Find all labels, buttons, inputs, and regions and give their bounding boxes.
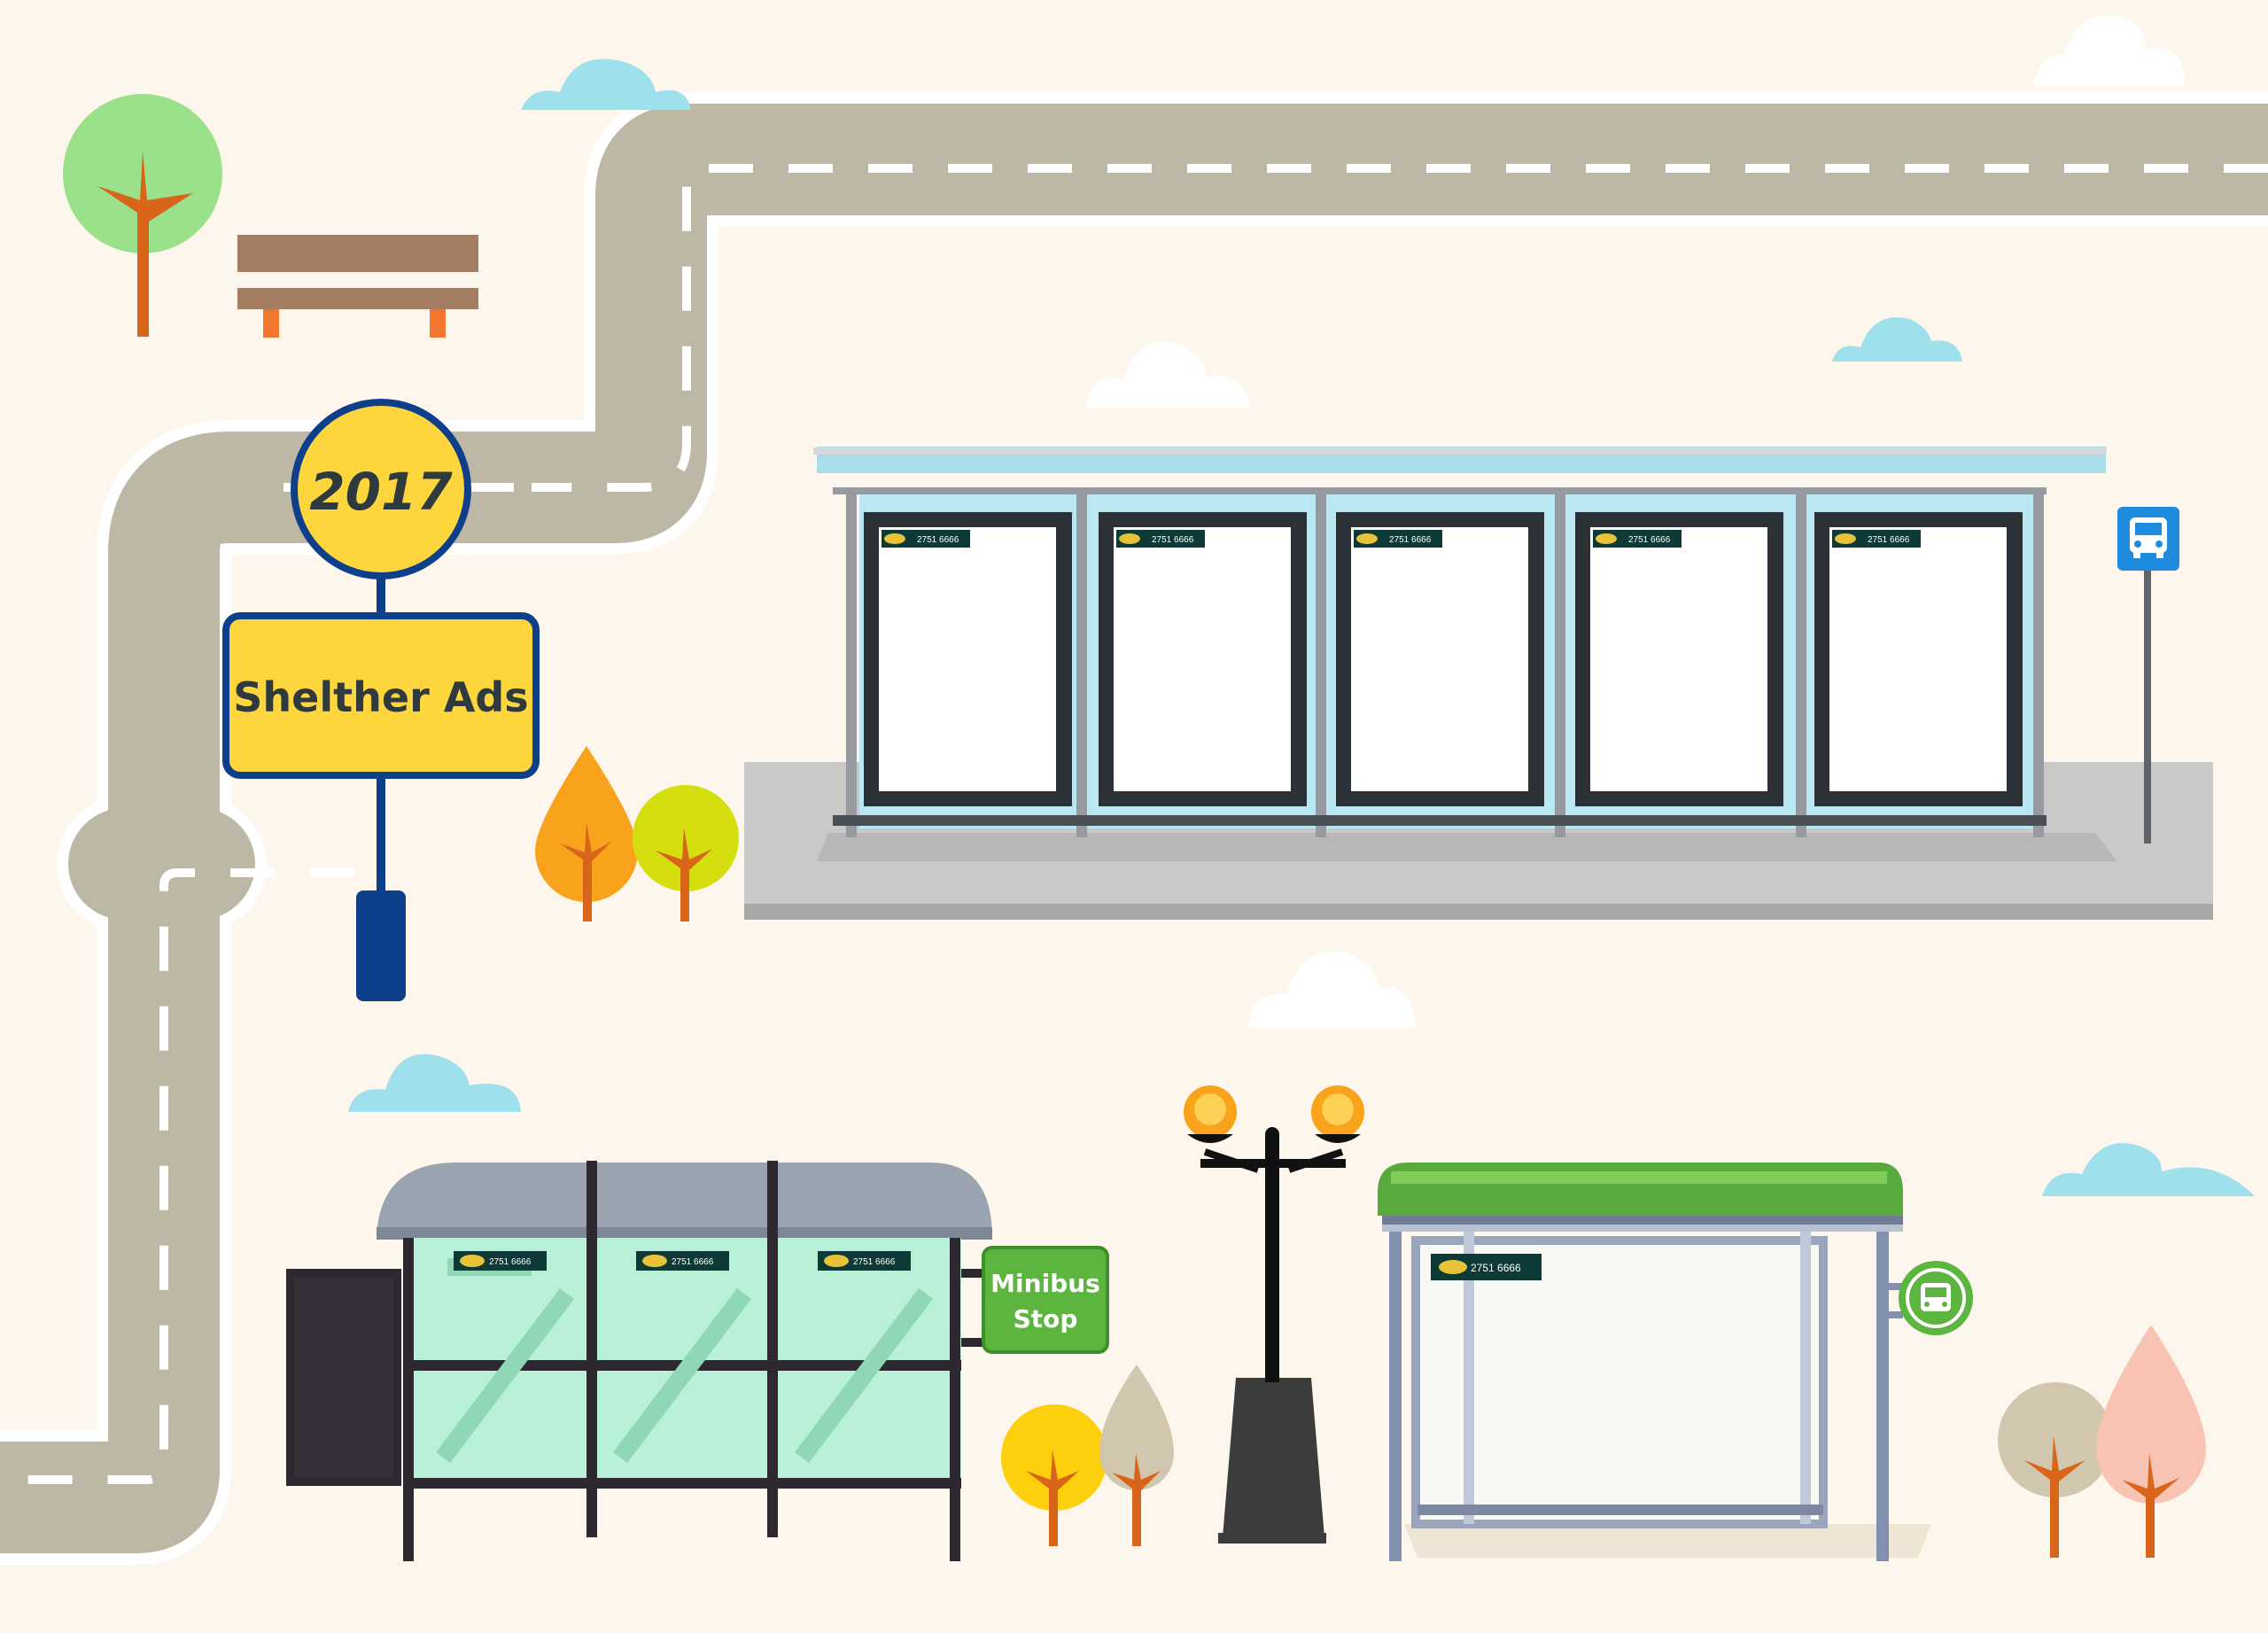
bus-stop-pole xyxy=(2117,507,2179,844)
ad-phone: 2751 6666 xyxy=(1868,535,1910,545)
cloud xyxy=(521,58,691,110)
tree-drop-pink xyxy=(2096,1325,2206,1558)
cloud xyxy=(2042,1143,2255,1196)
cloud xyxy=(1085,341,1251,408)
billboard: 2751 6666 xyxy=(864,512,1072,806)
ad-phone: 2751 6666 xyxy=(917,535,959,545)
ad-phone: 2751 6666 xyxy=(1471,1262,1521,1274)
billboard: 2751 6666 xyxy=(1336,512,1544,806)
ad-phone: 2751 6666 xyxy=(489,1257,532,1267)
ad-phone: 2751 6666 xyxy=(1628,535,1671,545)
bus-icon xyxy=(2130,517,2167,558)
bus-icon xyxy=(1921,1283,1951,1311)
round-bus-sign xyxy=(1887,1261,1973,1335)
minibus-stop-sign: Minibus Stop xyxy=(982,1246,1109,1354)
park-bench xyxy=(237,235,478,338)
cloud xyxy=(2033,15,2185,87)
sign-title: Shelther Ads xyxy=(233,673,528,721)
tree-round-lime xyxy=(633,785,739,921)
glass-shelter-ad-header: 2751 6666 xyxy=(636,1251,729,1271)
glass-shelter-ad-header: 2751 6666 xyxy=(454,1251,547,1271)
ad-phone: 2751 6666 xyxy=(1152,535,1194,545)
tree-round-yellow xyxy=(1001,1404,1107,1546)
minibus-line1: Minibus xyxy=(990,1269,1100,1298)
road xyxy=(0,92,2268,1565)
tree-round-khaki xyxy=(1998,1382,2113,1558)
cloud xyxy=(1832,317,1962,362)
ad-phone: 2751 6666 xyxy=(853,1257,896,1267)
cloud xyxy=(348,1054,521,1112)
minibus-line2: Stop xyxy=(1014,1304,1078,1334)
glass-shelter-ad-header: 2751 6666 xyxy=(818,1251,911,1271)
ad-phone: 2751 6666 xyxy=(1389,535,1432,545)
billboard: 2751 6666 xyxy=(1099,512,1307,806)
billboard: 2751 6666 xyxy=(1575,512,1783,806)
tree-round-green xyxy=(63,94,222,337)
ad-phone: 2751 6666 xyxy=(672,1257,714,1267)
tree-drop-beige xyxy=(1099,1365,1174,1546)
sign-year: 2017 xyxy=(309,462,453,522)
street-lamp xyxy=(1184,1085,1364,1544)
billboard: 2751 6666 xyxy=(1814,512,2023,806)
glass-shelter xyxy=(286,1161,992,1561)
green-roof-shelter: 2751 6666 xyxy=(1378,1163,1931,1561)
tree-drop-orange xyxy=(535,746,638,921)
shelter-ads-signpost: 2017 Shelther Ads xyxy=(222,399,540,1001)
cloud xyxy=(1247,951,1416,1028)
